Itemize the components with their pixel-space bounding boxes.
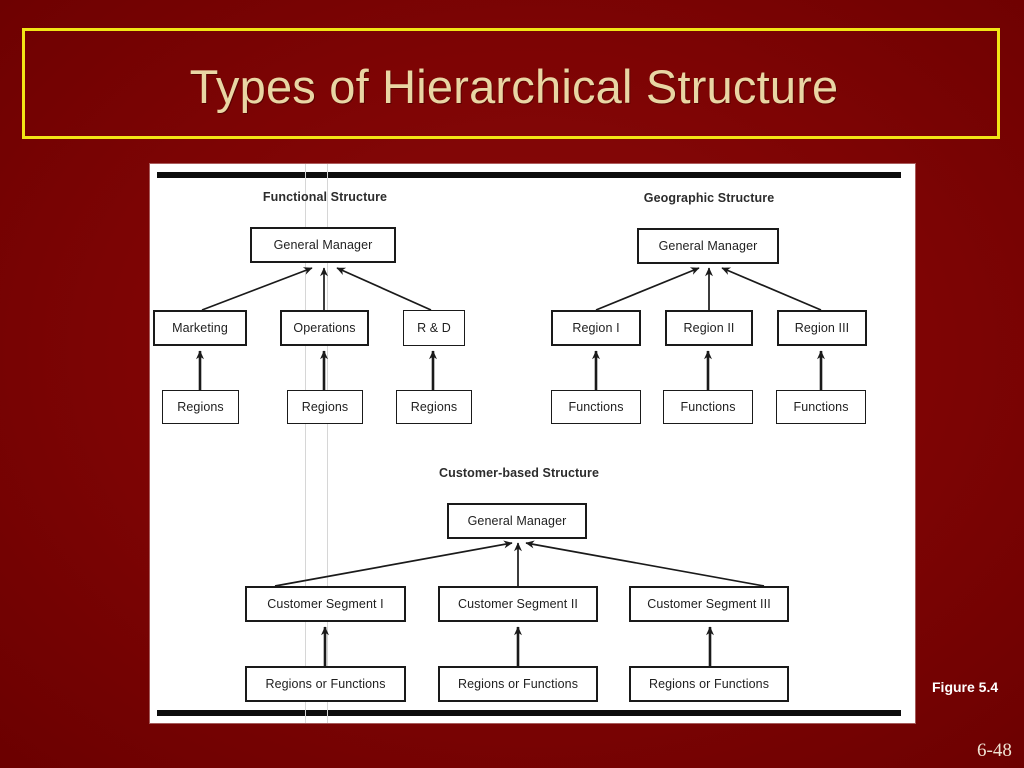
node-geographic-general-manager[interactable]: General Manager <box>637 228 779 264</box>
node-geographic-region-1[interactable]: Region I <box>551 310 641 346</box>
section-heading-customer-based: Customer-based Structure <box>438 466 600 480</box>
node-customer-general-manager[interactable]: General Manager <box>447 503 587 539</box>
node-functional-regions-1[interactable]: Regions <box>162 390 239 424</box>
guide-line-left <box>305 164 306 723</box>
node-functional-general-manager[interactable]: General Manager <box>250 227 396 263</box>
node-customer-regions-or-functions-1[interactable]: Regions or Functions <box>245 666 406 702</box>
page-title: Types of Hierarchical Structure <box>189 60 839 113</box>
node-customer-regions-or-functions-2[interactable]: Regions or Functions <box>438 666 598 702</box>
section-heading-functional: Functional Structure <box>262 190 388 204</box>
section-heading-geographic: Geographic Structure <box>643 191 775 205</box>
title-frame: Types of Hierarchical Structure <box>22 28 1000 139</box>
guide-line-right <box>327 164 328 723</box>
node-functional-regions-3[interactable]: Regions <box>396 390 472 424</box>
node-geographic-region-3[interactable]: Region III <box>777 310 867 346</box>
node-geographic-functions-3[interactable]: Functions <box>776 390 866 424</box>
node-functional-marketing[interactable]: Marketing <box>153 310 247 346</box>
node-customer-regions-or-functions-3[interactable]: Regions or Functions <box>629 666 789 702</box>
panel-bottom-rule <box>157 710 901 716</box>
slide-number: 6-48 <box>977 740 1012 761</box>
node-geographic-region-2[interactable]: Region II <box>665 310 753 346</box>
figure-caption: Figure 5.4 <box>932 679 999 695</box>
node-customer-segment-3[interactable]: Customer Segment III <box>629 586 789 622</box>
panel-top-rule <box>157 172 901 178</box>
figure-panel: Functional Structure General Manager Mar… <box>150 164 915 723</box>
node-geographic-functions-1[interactable]: Functions <box>551 390 641 424</box>
node-customer-segment-1[interactable]: Customer Segment I <box>245 586 406 622</box>
node-customer-segment-2[interactable]: Customer Segment II <box>438 586 598 622</box>
node-geographic-functions-2[interactable]: Functions <box>663 390 753 424</box>
node-functional-rd[interactable]: R & D <box>403 310 465 346</box>
node-functional-regions-2[interactable]: Regions <box>287 390 363 424</box>
node-functional-operations[interactable]: Operations <box>280 310 369 346</box>
